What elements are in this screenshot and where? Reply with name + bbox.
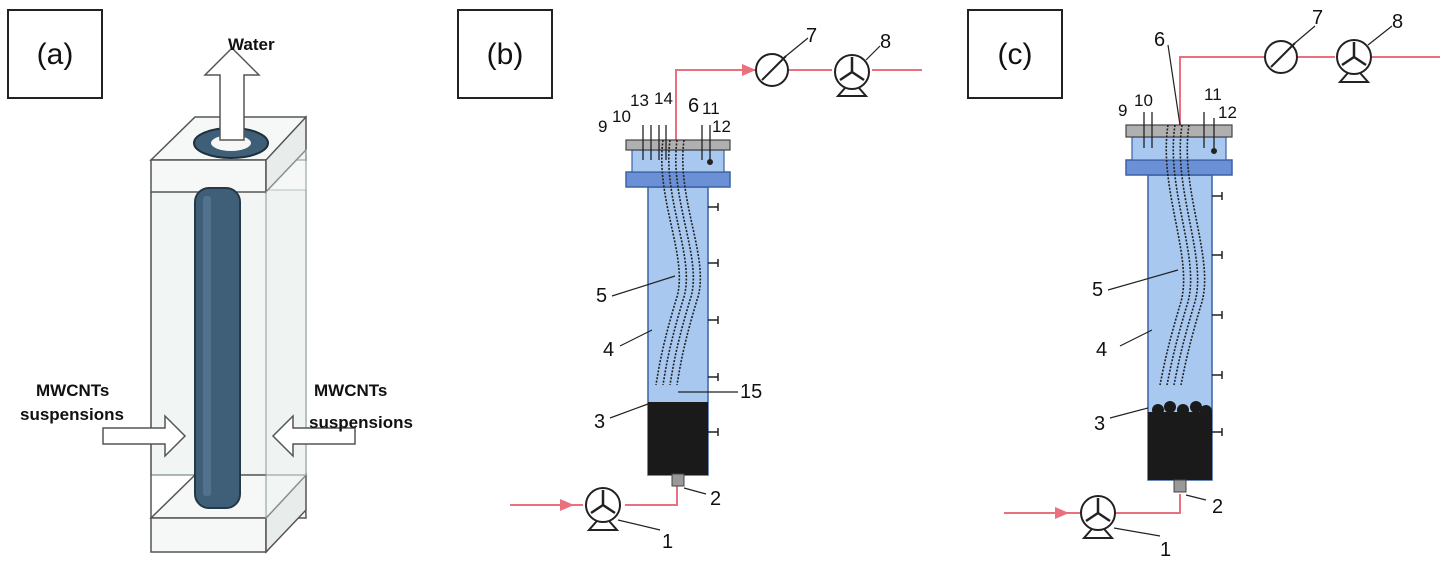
water-outlet-arrow	[203, 46, 261, 141]
module-right-side	[265, 148, 307, 520]
c-label-10: 10	[1134, 91, 1153, 110]
c-flange	[1125, 159, 1233, 176]
panel-a-label-box	[7, 9, 103, 99]
c-label-2: 2	[1212, 496, 1223, 518]
c-feed-pump	[1080, 495, 1116, 539]
b-feed-pump	[585, 487, 621, 531]
b-label-5: 5	[596, 285, 607, 307]
b-sludge-bed	[648, 402, 708, 475]
c-label-1: 1	[1160, 539, 1171, 561]
c-label-5: 5	[1092, 279, 1103, 301]
b-label-14: 14	[654, 89, 673, 108]
b-label-10: 10	[612, 107, 631, 126]
b-label-9: 9	[598, 117, 607, 136]
panel-c-label: (c)	[998, 38, 1033, 71]
b-label-1: 1	[662, 531, 673, 553]
right-inlet-arrow	[271, 414, 356, 458]
b-flange	[625, 171, 731, 188]
b-membrane-fibers	[655, 139, 702, 386]
b-label-7: 7	[806, 25, 817, 47]
c-label-8: 8	[1392, 11, 1403, 33]
c-label-9: 9	[1118, 101, 1127, 120]
b-label-3: 3	[594, 411, 605, 433]
c-sludge-bed	[1148, 412, 1212, 480]
panel-a: (a) Water MWCNTs	[7, 9, 413, 554]
panel-b-label: (b)	[487, 38, 524, 71]
c-label-12: 12	[1218, 103, 1237, 122]
c-sludge-granules	[1152, 401, 1212, 417]
hollow-fiber-membrane	[194, 187, 241, 509]
panel-b: (b)	[457, 9, 922, 553]
c-label-11: 11	[1204, 85, 1222, 104]
b-label-15: 15	[740, 381, 762, 403]
b-label-11: 11	[702, 99, 720, 118]
panel-c-label-box	[967, 9, 1063, 99]
b-label-8: 8	[880, 31, 891, 53]
panel-b-label-box	[457, 9, 553, 99]
c-headspace	[1131, 136, 1227, 161]
c-suction-pump	[1336, 39, 1372, 83]
module-bottom-cap	[150, 517, 267, 553]
b-label-12: 12	[712, 117, 731, 136]
panel-a-label: (a)	[37, 38, 74, 71]
right-inlet-label-line2: suspensions	[309, 413, 413, 432]
c-label-6: 6	[1154, 29, 1165, 51]
module-top-cap	[150, 159, 267, 193]
membrane-module	[149, 115, 307, 554]
c-lid	[1125, 124, 1233, 138]
b-suction-pump	[834, 54, 870, 97]
right-inlet-label-line1: MWCNTs	[314, 381, 387, 400]
b-label-4: 4	[603, 339, 614, 361]
left-inlet-label-line1: MWCNTs	[36, 381, 109, 400]
b-label-2: 2	[710, 488, 721, 510]
c-outlet-pipe	[1179, 56, 1265, 125]
c-label-4: 4	[1096, 339, 1107, 361]
left-inlet-arrow	[102, 414, 187, 458]
water-label: Water	[228, 35, 275, 54]
c-label-7: 7	[1312, 7, 1323, 29]
panel-c: (c)	[967, 7, 1440, 561]
b-label-6: 6	[688, 95, 699, 117]
b-lid	[625, 139, 731, 151]
b-sampling-ports	[708, 203, 719, 436]
b-outlet-pipe	[675, 69, 760, 140]
c-label-3: 3	[1094, 413, 1105, 435]
c-sampling-ports	[1212, 192, 1223, 436]
left-inlet-label-line2: suspensions	[20, 405, 124, 424]
b-label-13: 13	[630, 91, 649, 110]
